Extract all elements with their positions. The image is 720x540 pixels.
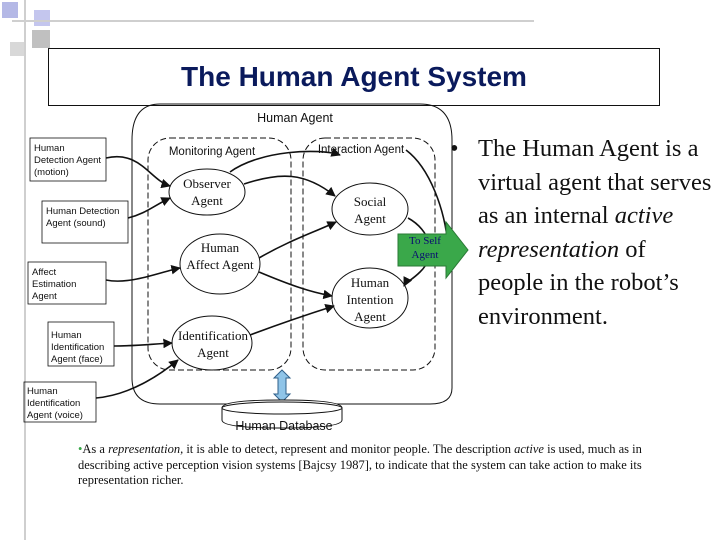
detector-face-label: Human Identification Agent (face) bbox=[51, 330, 105, 365]
bullet-text-part-2: of people in the robot’s environment. bbox=[478, 235, 679, 330]
arrow-interaction-to-self bbox=[405, 149, 453, 247]
arrow-motion-to-observer bbox=[105, 155, 171, 189]
detector-affect-box bbox=[27, 261, 107, 305]
arrow-observer-to-social bbox=[243, 175, 336, 197]
decor-square-light bbox=[10, 42, 24, 56]
footnote-part-2: it is able to detect, represent and moni… bbox=[183, 442, 515, 456]
database-link-arrow bbox=[272, 369, 292, 403]
identification-agent-label: Identification Agent bbox=[177, 328, 249, 360]
arrow-affect-to-social bbox=[258, 221, 337, 259]
footnote-part-1: As a bbox=[82, 442, 109, 456]
monitoring-agent-label: Monitoring Agent bbox=[168, 146, 256, 158]
human-database-label: Human Database bbox=[235, 419, 333, 433]
arrow-identification-to-intention bbox=[249, 304, 335, 336]
detector-affect-label: Affect Estimation Agent bbox=[32, 267, 77, 302]
decor-square-lavender-2 bbox=[34, 10, 50, 26]
arrow-sound-to-observer bbox=[127, 197, 171, 219]
human-agent-boundary bbox=[131, 103, 453, 405]
detector-motion-box bbox=[29, 137, 107, 182]
bullet-emphasis: active representation bbox=[478, 202, 674, 263]
decor-line-horizontal bbox=[12, 20, 534, 22]
arrow-social-loop bbox=[403, 217, 431, 287]
observer-agent-label: Observer Agent bbox=[183, 176, 231, 208]
arrow-observer-to-interaction bbox=[229, 147, 341, 173]
footnote: •As a representation, it is able to dete… bbox=[78, 442, 668, 489]
detector-voice-label: Human Identification Agent (voice) bbox=[27, 386, 83, 421]
arrow-voice-to-identification bbox=[95, 359, 179, 399]
to-self-agent-label: To Self Agent bbox=[409, 235, 441, 261]
interaction-agent-label: Interaction Agent bbox=[317, 144, 405, 156]
social-node-shape bbox=[331, 182, 409, 236]
affect-node-shape bbox=[179, 233, 261, 295]
human-affect-agent-label: Human Affect Agent bbox=[186, 240, 254, 272]
arrow-affect-to-affect bbox=[105, 264, 181, 282]
footnote-emphasis-2: active bbox=[514, 442, 544, 456]
detector-motion-label: Human Detection Agent (motion) bbox=[34, 143, 102, 178]
bullet-text-part-1: The Human Agent is a virtual agent that … bbox=[478, 135, 712, 229]
human-agent-group-label: Human Agent bbox=[257, 111, 333, 125]
arrow-face-to-identification bbox=[113, 338, 173, 349]
observer-node-shape bbox=[168, 168, 246, 216]
footnote-part-3: is used, much as in describing active pe… bbox=[78, 442, 642, 487]
database-cylinder-top bbox=[221, 401, 343, 415]
decor-square-gray bbox=[32, 30, 50, 48]
detector-face-box bbox=[47, 321, 115, 367]
footnote-marker: • bbox=[78, 442, 83, 456]
detector-voice-box bbox=[23, 381, 97, 423]
decor-line-vertical bbox=[24, 0, 26, 540]
bullet-marker: • bbox=[450, 135, 459, 162]
human-intention-agent-label: Human Intention Agent bbox=[346, 275, 394, 324]
decor-square-lavender bbox=[2, 2, 18, 18]
title-box: The Human Agent System bbox=[48, 48, 660, 106]
slide-title: The Human Agent System bbox=[181, 61, 527, 92]
to-self-arrow-shape bbox=[397, 220, 469, 280]
bullet-text: The Human Agent is a virtual agent that … bbox=[478, 132, 714, 333]
detector-sound-box bbox=[41, 200, 129, 244]
arrow-affect-to-intention bbox=[258, 271, 333, 300]
footnote-emphasis-1: representation, bbox=[108, 442, 184, 456]
bullet-point: • The Human Agent is a virtual agent tha… bbox=[450, 132, 714, 333]
detector-sound-label: Human Detection Agent (sound) bbox=[46, 206, 120, 229]
social-agent-label: Social Agent bbox=[353, 194, 387, 226]
